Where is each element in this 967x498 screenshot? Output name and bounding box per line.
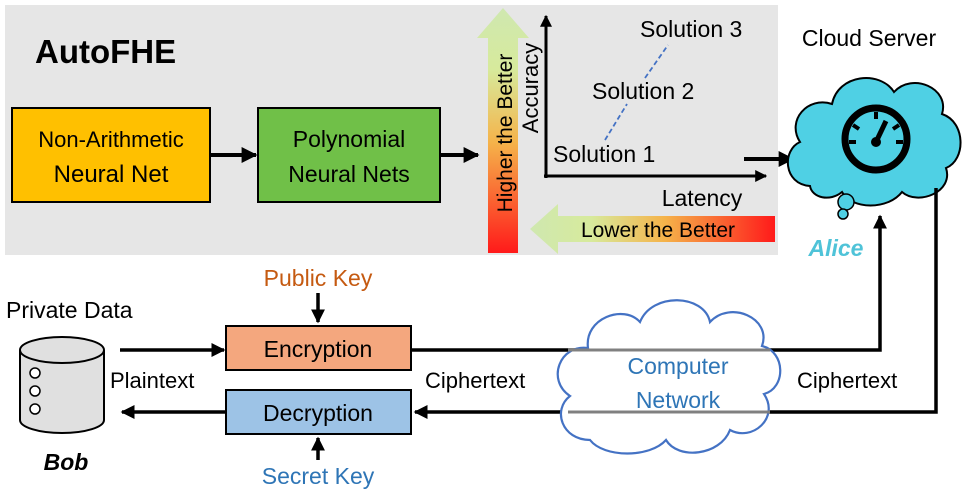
ciphertext-to-cloud-path bbox=[411, 214, 887, 352]
polynomial-label-line2: Neural Nets bbox=[288, 161, 409, 187]
solution-2-label: Solution 2 bbox=[592, 78, 694, 104]
non-arithmetic-label-line2: Neural Net bbox=[54, 161, 169, 188]
higher-better-arrow bbox=[477, 8, 529, 253]
solution-3-label: Solution 3 bbox=[640, 16, 742, 42]
cloud-server-label: Cloud Server bbox=[802, 25, 937, 51]
ciphertext-left-label: Ciphertext bbox=[425, 368, 525, 393]
bob-label: Bob bbox=[44, 449, 89, 475]
network-label-line2: Network bbox=[636, 387, 721, 413]
private-data-label: Private Data bbox=[6, 297, 133, 323]
alice-label: Alice bbox=[808, 235, 864, 261]
solution-1-label: Solution 1 bbox=[553, 141, 655, 167]
polynomial-nets-box bbox=[257, 107, 441, 203]
autofhe-title: AutoFHE bbox=[35, 33, 176, 70]
encryption-box bbox=[225, 325, 412, 371]
lower-better-label: Lower the Better bbox=[581, 219, 735, 242]
public-key-label: Public Key bbox=[264, 265, 373, 291]
non-arithmetic-net-box bbox=[11, 107, 211, 203]
polynomial-label-line1: Polynomial bbox=[293, 126, 406, 152]
encryption-label: Encryption bbox=[264, 336, 373, 362]
ciphertext-right-label: Ciphertext bbox=[797, 368, 897, 393]
non-arithmetic-label-line1: Non-Arithmetic bbox=[38, 127, 183, 152]
network-label-line1: Computer bbox=[628, 353, 729, 379]
plaintext-label: Plaintext bbox=[110, 368, 194, 393]
database-icon bbox=[19, 336, 105, 434]
pareto-dash-2 bbox=[644, 44, 669, 79]
accuracy-axis-label: Accuracy bbox=[518, 43, 543, 133]
decryption-box bbox=[225, 389, 412, 435]
lower-better-arrow bbox=[530, 204, 775, 254]
speedometer-icon bbox=[841, 104, 911, 174]
higher-better-label: Higher the Better bbox=[494, 54, 517, 213]
computer-network-cloud bbox=[556, 299, 782, 455]
decryption-label: Decryption bbox=[263, 400, 373, 426]
secret-key-label: Secret Key bbox=[262, 463, 375, 489]
pareto-dash-1 bbox=[604, 103, 628, 141]
latency-axis-label: Latency bbox=[662, 185, 743, 211]
